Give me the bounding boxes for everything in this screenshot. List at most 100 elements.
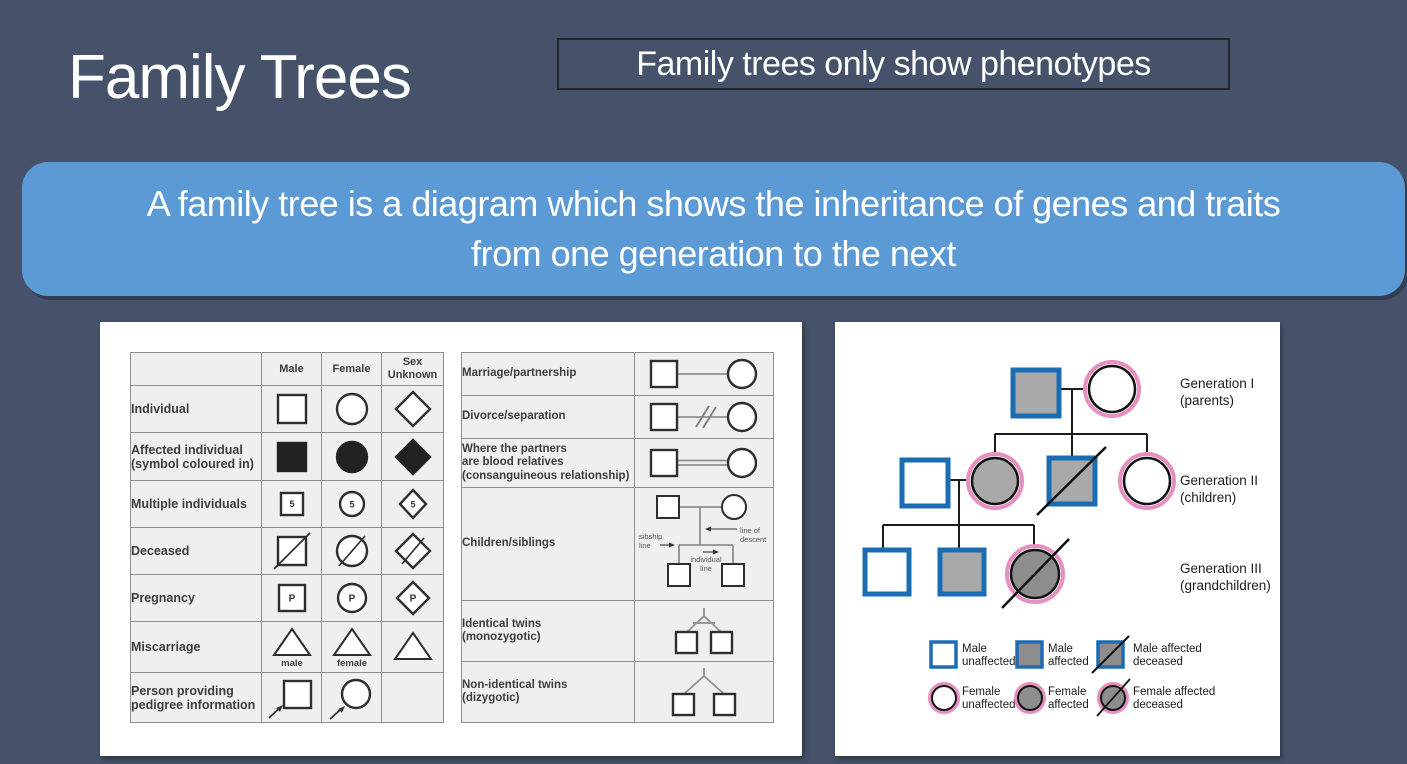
individual-female-icon: [335, 392, 368, 426]
generation-3-row: [862, 538, 1070, 609]
row-label-children: Children/siblings: [461, 487, 635, 601]
svg-text:unaffected: unaffected: [962, 656, 1016, 668]
table-row: Deceased: [130, 527, 444, 575]
page-title: Family Trees: [68, 43, 412, 112]
gen3-label: Generation III: [1180, 561, 1262, 576]
table-row: Identical twins (monozygotic): [461, 600, 774, 662]
phenotypes-note-text: Family trees only show phenotypes: [636, 44, 1151, 83]
generation-labels: Generation I (parents) Generation II (ch…: [1180, 376, 1271, 593]
col-header-male: Male: [261, 352, 322, 386]
individual-line-label: individual: [690, 555, 722, 564]
table-row: Pregnancy P P P: [130, 574, 444, 622]
svg-text:P: P: [409, 594, 416, 605]
proband-female-icon: [328, 678, 371, 720]
pedigree-legend: Male unaffected Male affected Male affec…: [928, 635, 1215, 717]
gen2-male-unaffected-icon: [899, 457, 951, 509]
table-row: Individual: [130, 385, 444, 433]
svg-text:affected: affected: [1048, 656, 1089, 668]
row-label-miscarriage: Miscarriage: [130, 621, 262, 673]
svg-text:P: P: [288, 594, 295, 605]
gen2-female-affected-icon: [970, 456, 1020, 506]
individual-unknown-icon: [393, 390, 432, 428]
svg-text:Female affected: Female affected: [1133, 686, 1215, 698]
row-label-deceased: Deceased: [130, 527, 262, 575]
row-label-identical-twins: Identical twins (monozygotic): [461, 600, 635, 662]
table-row: Marriage/partnership: [461, 352, 774, 396]
table-row: Divorce/separation: [461, 395, 774, 439]
legend-male-affected-icon: [1015, 640, 1044, 669]
row-label-individual: Individual: [130, 385, 262, 433]
pedigree-symbols-panel: Male Female Sex Unknown Individual Affec…: [100, 322, 802, 756]
svg-text:Male affected: Male affected: [1133, 643, 1202, 655]
svg-text:female: female: [336, 658, 366, 669]
row-label-marriage: Marriage/partnership: [461, 352, 635, 396]
svg-text:affected: affected: [1048, 699, 1089, 711]
gen3-male-affected-icon: [937, 547, 987, 597]
proband-male-icon: [267, 679, 312, 719]
table-row: Affected individual (symbol coloured in): [130, 432, 444, 481]
col-header-female: Female: [321, 352, 382, 386]
generation-1-couple: [1010, 360, 1141, 419]
table-row: Person providing pedigree information: [130, 672, 444, 723]
row-label-nonidentical-twins: Non-identical twins (dizygotic): [461, 661, 635, 723]
multiple-unknown-icon: 5: [397, 488, 428, 520]
table-row: Where the partners are blood relatives (…: [461, 438, 774, 488]
children-siblings-icon: sibship line line of descent individual …: [639, 494, 767, 587]
affected-male-icon: [276, 441, 307, 472]
table-row: Non-identical twins (dizygotic): [461, 661, 774, 723]
svg-text:line: line: [639, 541, 651, 550]
gen1-label: Generation I: [1180, 376, 1254, 391]
svg-text:line: line: [700, 564, 712, 573]
row-label-divorce: Divorce/separation: [461, 395, 635, 439]
gen1-female-unaffected-icon: [1087, 364, 1137, 414]
definition-text: A family tree is a diagram which shows t…: [146, 183, 1281, 274]
svg-text:deceased: deceased: [1133, 656, 1183, 668]
svg-text:(grandchildren): (grandchildren): [1180, 578, 1271, 593]
col-header-sex-unknown: Sex Unknown: [381, 352, 444, 386]
svg-text:deceased: deceased: [1133, 699, 1183, 711]
example-pedigree-panel: Generation I (parents) Generation II (ch…: [835, 322, 1280, 756]
legend-male-unaffected-icon: [929, 640, 958, 669]
affected-unknown-icon: [393, 437, 432, 476]
empty-header-cell: [130, 352, 262, 386]
svg-text:Male: Male: [1048, 643, 1073, 655]
svg-text:Male: Male: [962, 643, 987, 655]
row-label-consanguineous: Where the partners are blood relatives (…: [461, 438, 635, 488]
relationships-table: Marriage/partnership Divorce/separation …: [461, 352, 774, 723]
gen3-male-unaffected-icon: [862, 547, 912, 597]
pregnancy-unknown-icon: P: [394, 580, 431, 616]
affected-female-icon: [335, 440, 368, 473]
individual-male-icon: [276, 393, 307, 425]
svg-text:(children): (children): [1180, 490, 1236, 505]
deceased-unknown-icon: [393, 532, 432, 570]
row-label-multiple: Multiple individuals: [130, 480, 262, 528]
multiple-female-icon: 5: [338, 490, 365, 518]
legend-female-unaffected-icon: [931, 685, 957, 711]
symbols-table: Male Female Sex Unknown Individual Affec…: [130, 352, 444, 723]
symbols-table-header-row: Male Female Sex Unknown: [130, 352, 444, 386]
row-label-affected: Affected individual (symbol coloured in): [130, 432, 262, 481]
generation-2-row: [899, 446, 1176, 516]
svg-text:P: P: [348, 594, 355, 605]
deceased-male-icon: [272, 532, 311, 570]
row-label-proband: Person providing pedigree information: [130, 672, 262, 723]
svg-text:unaffected: unaffected: [962, 699, 1016, 711]
table-row: Multiple individuals 5 5 5: [130, 480, 444, 528]
miscarriage-female-icon: female: [331, 627, 372, 669]
svg-text:5: 5: [349, 500, 354, 510]
marriage-icon: [649, 358, 758, 390]
pedigree-chart: Generation I (parents) Generation II (ch…: [862, 360, 1271, 717]
svg-text:descent: descent: [740, 535, 767, 544]
miscarriage-unknown-icon: [392, 631, 433, 660]
deceased-female-icon: [335, 534, 368, 568]
svg-text:5: 5: [289, 499, 294, 509]
gen2-label: Generation II: [1180, 473, 1258, 488]
identical-twins-icon: [674, 608, 734, 655]
table-row: Miscarriage male female: [130, 621, 444, 673]
pregnancy-male-icon: P: [277, 583, 306, 613]
phenotypes-note-box: Family trees only show phenotypes: [557, 38, 1230, 90]
table-row: Children/siblings sibship line: [461, 487, 774, 601]
row-label-pregnancy: Pregnancy: [130, 574, 262, 622]
multiple-male-icon: 5: [279, 491, 304, 517]
